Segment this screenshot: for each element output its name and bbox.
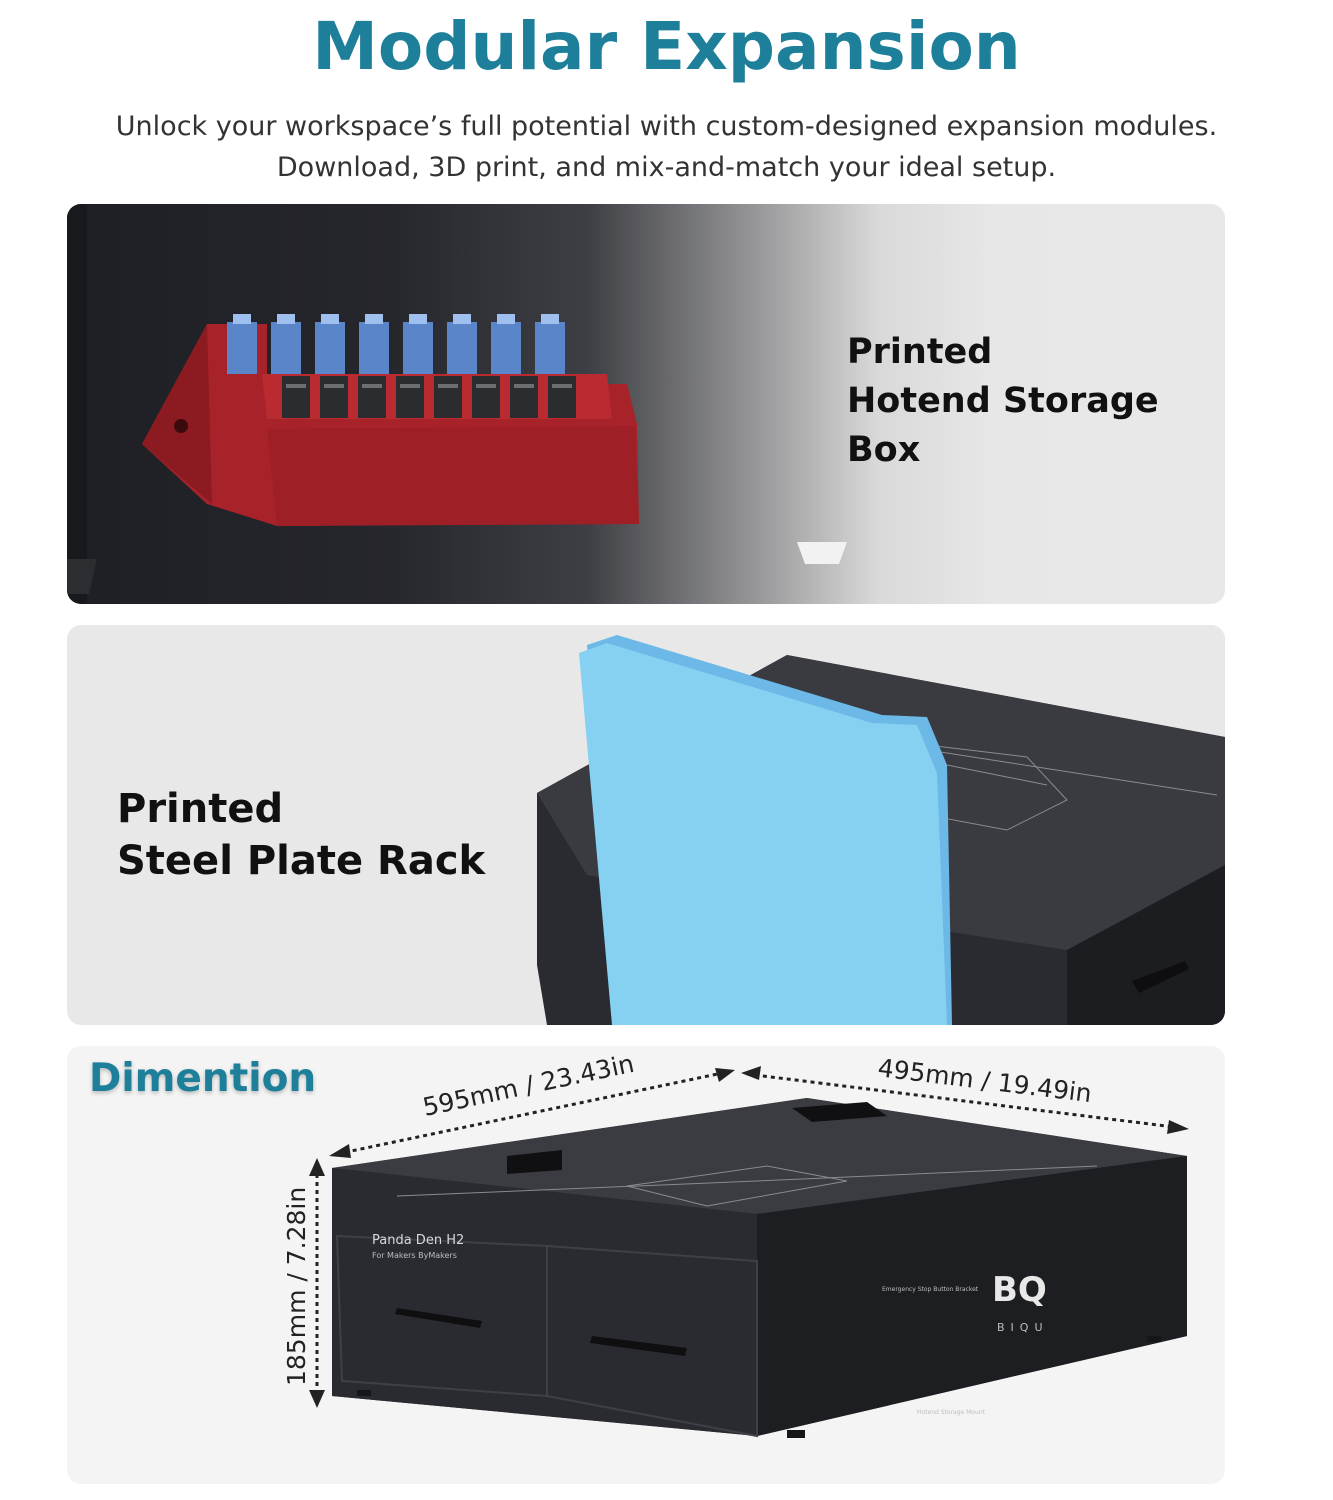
page-title: Modular Expansion	[312, 8, 1021, 85]
hotends-bottom-row	[282, 376, 576, 418]
length-line	[336, 1070, 728, 1156]
brand-logo: BQ	[992, 1270, 1047, 1310]
steel-plate-rack-illustration	[537, 635, 1225, 1025]
hotend-blue	[271, 314, 301, 374]
dimension-illustration: Panda Den H2 For Makers ByMakers BQ BIQU…	[282, 1049, 1189, 1438]
hotend-black	[320, 376, 348, 418]
foot	[1147, 1336, 1161, 1342]
top-opening-1	[507, 1150, 562, 1174]
height-dimension: 185mm / 7.28in	[282, 1187, 311, 1386]
hotend-black	[472, 376, 500, 418]
page-subtitle: Unlock your workspace’s full potential w…	[0, 106, 1333, 188]
hotend-black	[358, 376, 386, 418]
hotend-black	[434, 376, 462, 418]
dimension-lines	[315, 1070, 1183, 1401]
rack-label-line-2: Steel Plate Rack	[117, 838, 486, 884]
brand-name: BIQU	[997, 1321, 1049, 1334]
steel-plate-rack-label: Printed Steel Plate Rack	[117, 783, 485, 887]
hotend-storage-panel: Printed Hotend Storage Box	[67, 204, 1225, 604]
hotend-blue	[403, 314, 433, 374]
storage-box-front	[267, 426, 639, 526]
storage-box-side	[142, 324, 212, 504]
product-name: Panda Den H2	[372, 1233, 464, 1248]
top-opening-2	[792, 1102, 887, 1122]
subtitle-line-1: Unlock your workspace’s full potential w…	[115, 111, 1218, 142]
top-plate-markings	[396, 1165, 1098, 1207]
device-wall-edge	[67, 204, 87, 604]
hotend-blue	[359, 314, 389, 374]
hotend-blue	[227, 314, 257, 374]
steel-plate-front	[579, 643, 947, 1025]
mount-hole	[174, 419, 188, 433]
hotend-black	[510, 376, 538, 418]
hotend-blue	[491, 314, 521, 374]
device-foot-right	[797, 542, 847, 564]
steel-plate-rack-panel: Printed Steel Plate Rack	[67, 625, 1225, 1025]
hotend-storage-label: Printed Hotend Storage Box	[847, 328, 1225, 475]
hotend-label-line-2: Hotend Storage Box	[847, 381, 1159, 470]
device-front	[332, 1168, 757, 1436]
dimension-arrowheads	[309, 1066, 1189, 1408]
hotend-blue	[447, 314, 477, 374]
product-tagline: For Makers ByMakers	[372, 1251, 457, 1260]
drawer-right	[546, 1244, 758, 1438]
hotend-storage-box-illustration	[67, 204, 847, 604]
foot	[357, 1390, 371, 1396]
hotend-blue	[535, 314, 565, 374]
hotend-label-line-1: Printed	[847, 332, 993, 372]
length-dimension: 595mm / 23.43in	[420, 1049, 636, 1122]
subtitle-line-2: Download, 3D print, and mix-and-match yo…	[276, 152, 1057, 183]
front-label: Hotend Storage Mount	[917, 1409, 986, 1416]
hotend-black	[396, 376, 424, 418]
hotend-blue	[315, 314, 345, 374]
rack-label-line-1: Printed	[117, 786, 284, 832]
hotends-top-row	[227, 314, 565, 374]
device-foot	[67, 559, 97, 594]
dimension-panel: Dimention Panda Den H2 For Makers ByMake…	[67, 1046, 1225, 1484]
device-side	[1067, 865, 1225, 1025]
width-line	[746, 1072, 1183, 1130]
width-dimension: 495mm / 19.49in	[876, 1053, 1093, 1108]
hotend-black	[282, 376, 310, 418]
side-label: Emergency Stop Button Bracket	[882, 1286, 979, 1293]
device-side	[757, 1156, 1187, 1436]
drawer-handle-right	[590, 1336, 687, 1356]
device-top	[332, 1098, 1187, 1214]
dimension-title: Dimention	[89, 1056, 317, 1101]
hotend-black	[548, 376, 576, 418]
drawer-handle	[1132, 961, 1189, 993]
foot	[787, 1430, 805, 1438]
drawer-handle-left	[395, 1308, 482, 1328]
